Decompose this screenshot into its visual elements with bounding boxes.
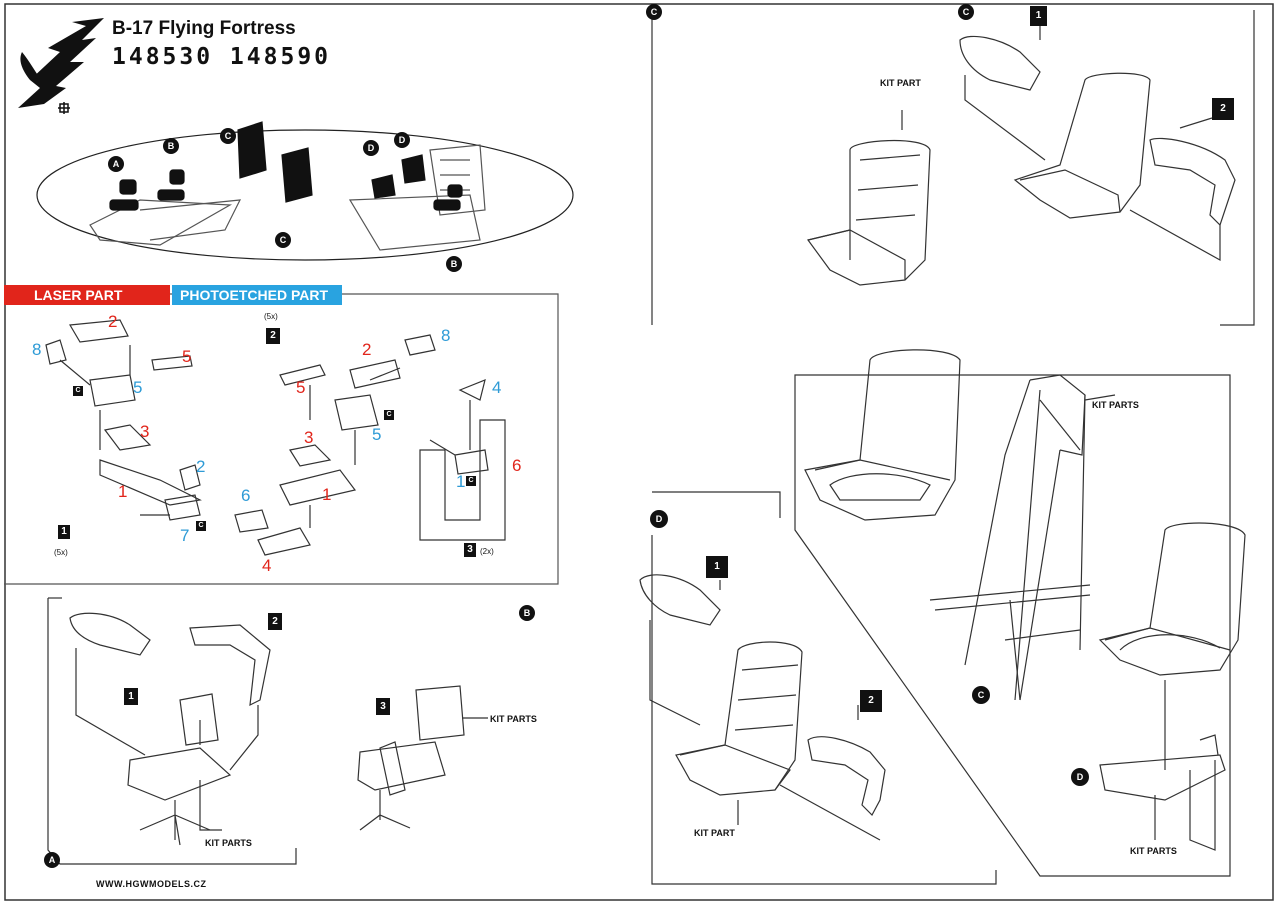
part-number: 5 [133,378,143,397]
kit-parts-label: KIT PARTS [1092,400,1139,410]
step-badge-2: 2 [266,328,280,344]
position-marker-a: A [44,852,60,868]
step-badge-1: 1 [706,556,728,578]
part-number: 1 [456,472,466,491]
position-marker-d: D [394,132,410,148]
quantity-label: (2x) [480,547,494,556]
step-badge-3: 3 [464,543,476,557]
step-glyph: C [196,521,206,531]
step-badge-2: 2 [860,690,882,712]
part-number: 3 [140,422,150,441]
part-number: 1 [322,485,332,504]
position-marker-c: C [275,232,291,248]
part-number: 6 [241,486,251,505]
position-marker-b: B [446,256,462,272]
position-marker-c: C [972,686,990,704]
part-number: 4 [262,556,272,575]
cockpit-overview [89,144,486,251]
seat-c-installed [804,349,961,521]
position-marker-d: D [1071,768,1089,786]
seat-b-drawing [357,685,488,831]
part-number: 8 [441,326,451,345]
kit-title: B-17 Flying Fortress [112,18,296,39]
position-marker-a: A [108,156,124,172]
part-number: 5 [182,347,192,366]
position-marker-c: C [220,128,236,144]
eagle-logo-icon [18,18,104,108]
part-number: 6 [512,456,522,475]
part-number: 5 [296,378,306,397]
seat-c-kit-part [806,110,931,286]
part-number: 3 [304,428,314,447]
part-number: 5 [372,425,382,444]
kit-codes: 148530 148590 [112,44,332,70]
part-number: 2 [196,457,206,476]
step-glyph: C [466,476,476,486]
website-footer: WWW.HGWMODELS.CZ [96,879,207,889]
part-number: 8 [32,340,42,359]
overview-seats [109,121,463,211]
part-number: 4 [492,378,502,397]
seat-c-frame-drawing [929,374,1116,701]
legend-laser-part: LASER PART [4,285,170,305]
part-number: 7 [180,526,190,545]
kit-parts-label: KIT PARTS [1130,846,1177,856]
step1-parts [45,319,202,521]
step-badge-3: 3 [376,698,390,715]
kit-part-label: KIT PART [880,78,921,88]
quantity-label: (5x) [264,312,278,321]
step-badge-2: 2 [1212,98,1234,120]
step-badge-1: 1 [1030,6,1047,26]
position-marker-d: D [363,140,379,156]
step-badge-1: 1 [58,525,70,539]
position-marker-c: C [646,4,662,20]
part-number: 2 [108,312,118,331]
step2-parts [234,334,436,556]
kit-parts-label: KIT PARTS [205,838,252,848]
step-glyph: C [384,410,394,420]
legend-photoetched-part: PHOTOETCHED PART [172,285,342,305]
kit-parts-label: KIT PARTS [490,714,537,724]
step-badge-1: 1 [124,688,138,705]
position-marker-d: D [650,510,668,528]
step-badge-2: 2 [268,613,282,630]
step3-parts [419,379,506,541]
step-glyph: C [73,386,83,396]
kit-part-label: KIT PART [694,828,735,838]
position-marker-c: C [958,4,974,20]
iron-cross-icon [58,102,70,114]
quantity-label: (5x) [54,548,68,557]
seat-c-assembled [959,12,1236,262]
position-marker-b: B [163,138,179,154]
seat-d-installed [1098,522,1246,851]
part-number: 2 [362,340,372,359]
seat-d-drawing [639,574,886,841]
overview-ellipse [36,129,574,261]
part-number: 1 [118,482,128,501]
seat-a-drawing [69,612,271,846]
position-marker-b: B [519,605,535,621]
